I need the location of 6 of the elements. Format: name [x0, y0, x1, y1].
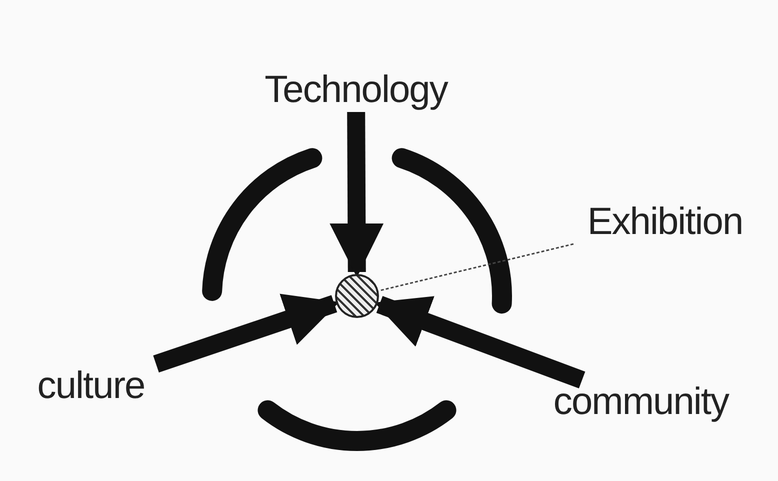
arrow [374, 296, 586, 388]
node-label: culture [37, 367, 145, 405]
node-label: community [553, 383, 729, 421]
node-label: Technology [264, 71, 448, 109]
leader-line [380, 243, 574, 292]
node-label: Exhibition [587, 203, 743, 241]
